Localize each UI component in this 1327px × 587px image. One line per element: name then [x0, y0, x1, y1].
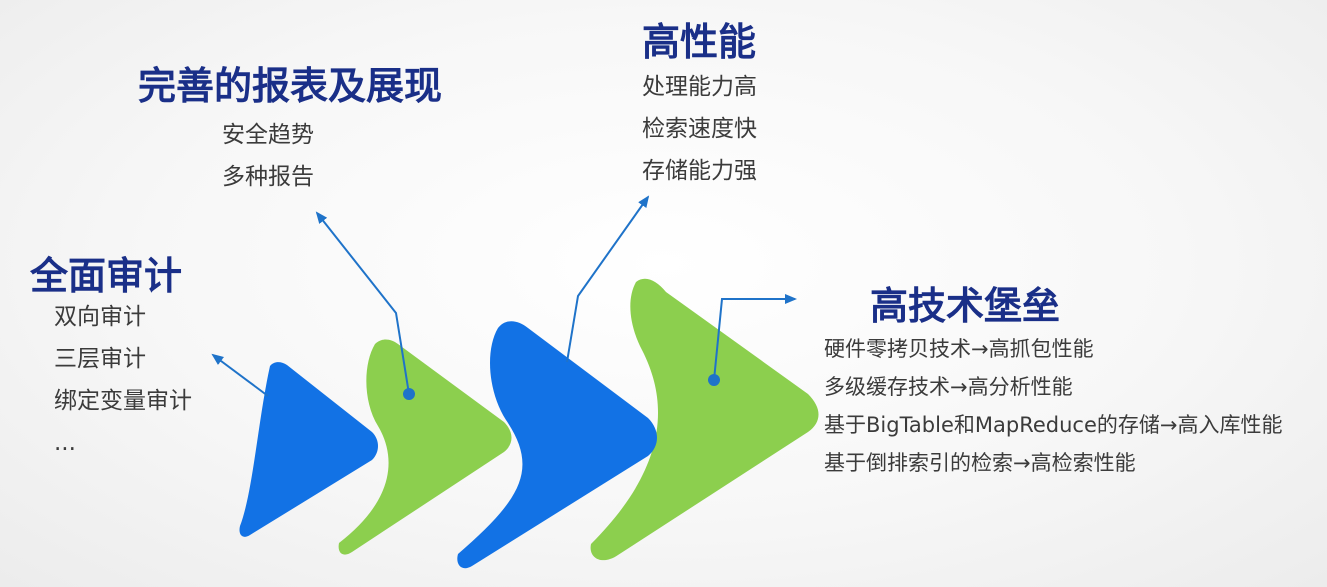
list-item: 双向审计 [54, 304, 146, 330]
list-item: 安全趋势 [222, 122, 314, 148]
group-list-reports: 安全趋势 多种报告 [222, 114, 314, 198]
connector-dot [403, 388, 415, 400]
list-item: 绑定变量审计 [54, 388, 192, 414]
connector-1 [211, 353, 269, 397]
group-list-technology-fortress: 硬件零拷贝技术→高抓包性能 多级缓存技术→高分析性能 基于BigTable和Ma… [824, 330, 1282, 482]
list-item: 硬件零拷贝技术→高抓包性能 [824, 337, 1094, 361]
group-title-reports: 完善的报表及展现 [138, 64, 443, 108]
list-item: 基于倒排索引的检索→高检索性能 [824, 451, 1136, 475]
connector-2 [315, 211, 415, 400]
chevron-1-blue [239, 362, 378, 537]
group-title-high-performance: 高性能 [642, 20, 757, 64]
list-item: 检索速度快 [642, 116, 757, 142]
list-item: 三层审计 [54, 346, 146, 372]
group-title-technology-fortress: 高技术堡垒 [870, 284, 1061, 328]
chevron-2-green [338, 339, 512, 555]
connector-dot [708, 374, 720, 386]
group-list-comprehensive-audit: 双向审计 三层审计 绑定变量审计 ... [54, 296, 192, 464]
connector-4 [708, 294, 797, 386]
list-item: 多种报告 [222, 164, 314, 190]
list-item: 存储能力强 [642, 158, 757, 184]
list-item: 多级缓存技术→高分析性能 [824, 375, 1073, 399]
chevron-4-green [590, 278, 819, 561]
group-list-high-performance: 处理能力高 检索速度快 存储能力强 [642, 66, 757, 192]
group-title-comprehensive-audit: 全面审计 [30, 254, 183, 298]
connector-3 [566, 195, 650, 363]
list-item: ... [54, 430, 76, 456]
chevron-3-blue [457, 321, 657, 569]
list-item: 基于BigTable和MapReduce的存储→高入库性能 [824, 413, 1283, 437]
list-item: 处理能力高 [642, 74, 757, 100]
